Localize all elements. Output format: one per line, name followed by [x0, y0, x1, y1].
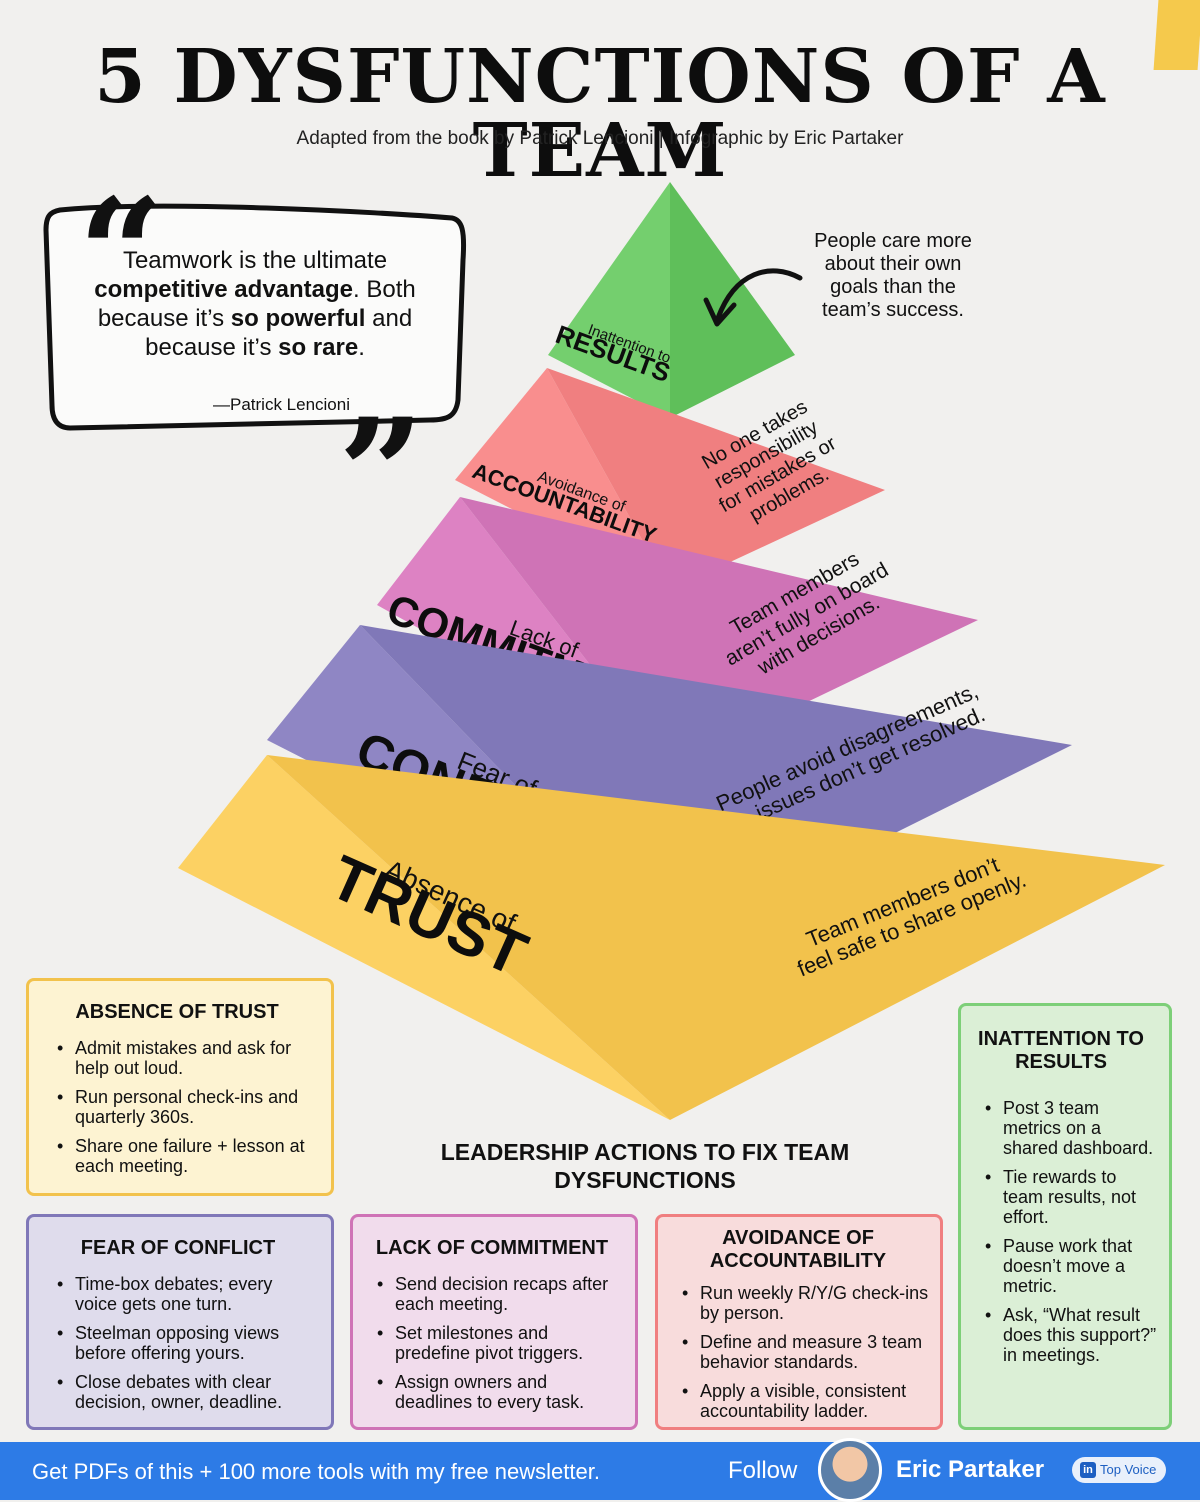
quote-box-outline	[43, 203, 467, 431]
avatar[interactable]	[818, 1438, 882, 1502]
linkedin-icon: in	[1080, 1462, 1096, 1478]
quote-author: —Patrick Lencioni	[212, 395, 350, 414]
curved-arrow-icon	[715, 268, 803, 321]
card-title: FEAR OF CONFLICT	[80, 1237, 276, 1259]
card-list-item: Define and measure 3 team behavior stand…	[674, 1332, 934, 1372]
card-title: INATTENTION TO RESULTS	[978, 1028, 1144, 1073]
card-list-item: Steelman opposing views before offering …	[49, 1323, 319, 1363]
quote-fragment: .	[358, 334, 365, 361]
card-list-item: Post 3 team metrics on a shared dashboar…	[977, 1098, 1157, 1158]
card-fear-of-conflict: FEAR OF CONFLICT Time-box debates; every…	[26, 1214, 334, 1430]
pyramid-layer-results-left	[548, 182, 670, 418]
card-avoidance-of-accountability: AVOIDANCE OF ACCOUNTABILITY Run weekly R…	[655, 1214, 943, 1430]
quote-emphasis: competitive advantage	[94, 276, 354, 303]
page-title: 5 DYSFUNCTIONS OF A TEAM	[94, 34, 1106, 194]
card-list-item: Apply a visible, consistent accountabili…	[674, 1381, 934, 1421]
card-list-item: Run personal check-ins and quarterly 360…	[49, 1087, 317, 1127]
quote-text: Teamwork is the ultimate competitive adv…	[80, 246, 430, 362]
card-absence-of-trust: ABSENCE OF TRUST Admit mistakes and ask …	[26, 978, 334, 1196]
quote-fragment: and because it’s	[145, 305, 413, 361]
arrow-head-icon	[703, 297, 737, 327]
card-title: LACK OF COMMITMENT	[375, 1237, 609, 1259]
card-title: ABSENCE OF TRUST	[75, 1001, 279, 1023]
card-list-item: Share one failure + lesson at each meeti…	[49, 1136, 317, 1176]
follow-label: Follow	[728, 1457, 798, 1484]
top-voice-badge: in Top Voice	[1072, 1457, 1166, 1483]
card-lack-of-commitment: LACK OF COMMITMENT Send decision recaps …	[350, 1214, 638, 1430]
card-list-item: Pause work that doesn’t move a metric.	[977, 1236, 1157, 1296]
card-list-item: Set milestones and predefine pivot trigg…	[369, 1323, 627, 1363]
card-inattention-to-results: INATTENTION TO RESULTS Post 3 team metri…	[958, 1003, 1172, 1430]
pyramid-layer-trust-right	[267, 755, 1165, 1120]
card-list-item: Admit mistakes and ask for help out loud…	[49, 1038, 317, 1078]
card-list: Send decision recaps after each meeting.…	[357, 1274, 627, 1412]
card-list-item: Time-box debates; every voice gets one t…	[49, 1274, 319, 1314]
page-subtitle: Adapted from the book by Patrick Lencion…	[296, 128, 904, 149]
footer-bar: Get PDFs of this + 100 more tools with m…	[0, 1438, 1200, 1502]
badge-label: Top Voice	[1100, 1462, 1157, 1477]
quote-open-mark: “	[78, 166, 164, 342]
results-note: People care more about their own goals t…	[814, 230, 972, 321]
pyramid-layer-commitment-right	[460, 497, 978, 768]
quote-fragment: . Both because it’s	[97, 276, 416, 332]
pyramid-layer-accountability-right	[547, 368, 885, 590]
quote-close-mark: ”	[338, 386, 424, 562]
card-list-item: Tie rewards to team results, not effort.	[977, 1167, 1157, 1227]
quote-emphasis: so powerful	[230, 305, 366, 332]
newsletter-link[interactable]: Get PDFs of this + 100 more tools with m…	[32, 1459, 600, 1484]
author-name-link[interactable]: Eric Partaker	[896, 1456, 1045, 1483]
card-title: AVOIDANCE OF ACCOUNTABILITY	[709, 1227, 887, 1272]
actions-title: LEADERSHIP ACTIONS TO FIX TEAM DYSFUNCTI…	[440, 1139, 850, 1193]
card-list-item: Assign owners and deadlines to every tas…	[369, 1372, 627, 1412]
card-list-item: Run weekly R/Y/G check-ins by person.	[674, 1283, 934, 1323]
quote-fragment: Teamwork is the ultimate	[122, 247, 388, 274]
card-list: Run weekly R/Y/G check-ins by person. Def…	[662, 1283, 934, 1421]
pyramid-layer-results-right	[670, 182, 795, 418]
pyramid-layer-trust-left	[178, 755, 670, 1120]
card-list-item: Send decision recaps after each meeting.	[369, 1274, 627, 1314]
card-list-item: Close debates with clear decision, owner…	[49, 1372, 319, 1412]
pyramid-layer-conflict-right	[360, 625, 1072, 945]
quote-emphasis: so rare	[278, 334, 359, 361]
card-list: Admit mistakes and ask for help out loud…	[37, 1038, 317, 1176]
card-list: Post 3 team metrics on a shared dashboar…	[965, 1098, 1157, 1365]
card-list-item: Ask, “What result does this support?” in…	[977, 1305, 1157, 1365]
card-list: Time-box debates; every voice gets one t…	[37, 1274, 319, 1412]
